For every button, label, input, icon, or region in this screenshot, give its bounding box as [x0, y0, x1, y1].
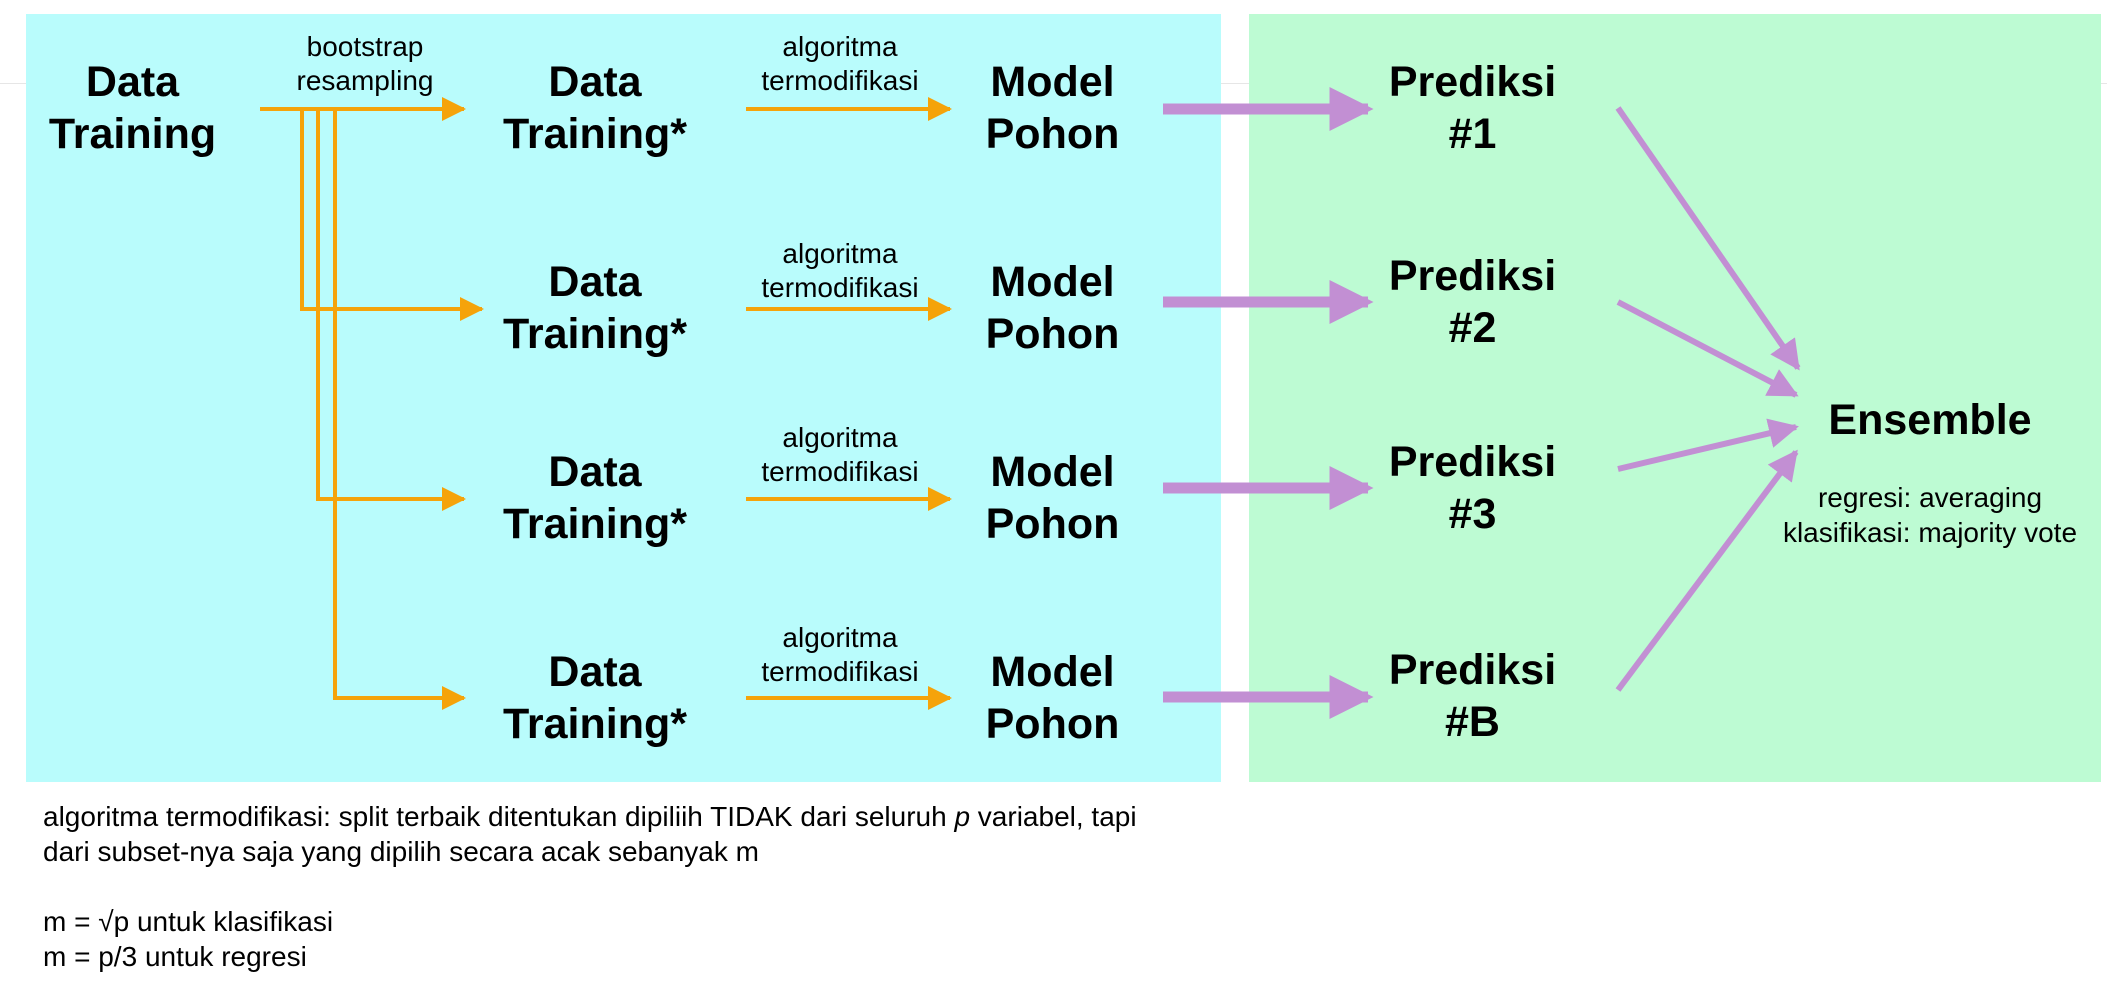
- algorithm-label-3-line1: algoritma: [782, 422, 898, 453]
- tree-model-1-line2: Pohon: [985, 110, 1120, 158]
- data-training-star-1-line1: Data: [548, 58, 642, 106]
- tree-model-3-line2: Pohon: [985, 500, 1120, 548]
- algorithm-label-2: algoritma termodifikasi: [740, 237, 940, 305]
- ensemble-arrow-2: [1616, 299, 1799, 398]
- prediction-arrows: [1163, 87, 1374, 719]
- algorithm-label-4-line1: algoritma: [782, 622, 898, 653]
- bootstrap-label: bootstrap resampling: [280, 30, 450, 98]
- tree-model-2-line2: Pohon: [985, 310, 1120, 358]
- bootstrap-arrow-4: [333, 109, 466, 710]
- bootstrap-line-1: bootstrap: [306, 31, 424, 62]
- note-line-4: m = p/3 untuk regresi: [43, 941, 307, 972]
- tree-model-2-line1: Model: [990, 258, 1115, 306]
- bootstrap-arrows: [260, 97, 484, 710]
- algorithm-label-2-line2: termodifikasi: [761, 272, 919, 303]
- algorithm-label-1-line1: algoritma: [782, 31, 898, 62]
- note-line-3: m = √p untuk klasifikasi: [43, 906, 334, 937]
- bootstrap-arrow-3: [316, 109, 466, 511]
- tree-model-1-line1: Model: [990, 58, 1115, 106]
- data-training-star-4-line1: Data: [548, 648, 642, 696]
- ensemble-rule-regression: regresi: averaging: [1817, 482, 2043, 513]
- algorithm-label-4-line2: termodifikasi: [761, 656, 919, 687]
- tree-model-4-line2: Pohon: [985, 700, 1120, 748]
- data-training-star-4-line2: Training*: [503, 700, 687, 748]
- prediction-2-line2: #2: [1448, 304, 1497, 352]
- data-training-star-3: Data Training*: [480, 446, 710, 550]
- training-panel: [26, 14, 1221, 782]
- algorithm-label-4: algoritma termodifikasi: [740, 621, 940, 689]
- tree-model-2: Model Pohon: [965, 256, 1140, 360]
- data-training-star-4: Data Training*: [480, 646, 710, 750]
- tree-model-1: Model Pohon: [965, 56, 1140, 160]
- prediction-4-line1: Prediksi: [1388, 646, 1557, 694]
- note-line-1-part-a: algoritma termodifikasi: split terbaik d…: [43, 801, 955, 832]
- note-line-2: dari subset-nya saja yang dipilih secara…: [43, 836, 759, 867]
- prediction-2-line1: Prediksi: [1388, 252, 1557, 300]
- ensemble-title: Ensemble: [1828, 396, 2032, 444]
- ensemble-rule-classification: klasifikasi: majority vote: [1782, 517, 2078, 548]
- source-data-training: Data Training: [40, 56, 225, 160]
- prediction-1-line1: Prediksi: [1388, 58, 1557, 106]
- prediction-3-line1: Prediksi: [1388, 438, 1557, 486]
- algorithm-label-1-line2: termodifikasi: [761, 65, 919, 96]
- algorithm-label-2-line1: algoritma: [782, 238, 898, 269]
- data-training-star-3-line2: Training*: [503, 500, 687, 548]
- source-line-1: Data: [85, 58, 180, 106]
- ensemble-arrow-1: [1615, 106, 1801, 371]
- prediction-3: Prediksi #3: [1380, 436, 1565, 540]
- prediction-4: Prediksi #B: [1380, 644, 1565, 748]
- algorithm-arrows: [746, 97, 952, 710]
- prediction-panel: [1249, 14, 2101, 782]
- note-line-1-variable-p: p: [954, 801, 971, 832]
- prediction-3-line2: #3: [1448, 490, 1497, 538]
- tree-model-4: Model Pohon: [965, 646, 1140, 750]
- algorithm-label-3: algoritma termodifikasi: [740, 421, 940, 489]
- data-training-star-1-line2: Training*: [503, 110, 687, 158]
- data-training-star-2-line1: Data: [548, 258, 642, 306]
- prediction-4-line2: #B: [1445, 698, 1500, 746]
- prediction-2: Prediksi #2: [1380, 250, 1565, 354]
- ensemble-arrow-3: [1617, 418, 1799, 472]
- prediction-1: Prediksi #1: [1380, 56, 1565, 160]
- ensemble-arrow-4: [1615, 449, 1799, 692]
- bootstrap-arrow-2: [300, 109, 484, 321]
- tree-model-3-line1: Model: [990, 448, 1115, 496]
- data-training-star-2: Data Training*: [480, 256, 710, 360]
- bootstrap-line-2: resampling: [296, 65, 434, 96]
- tree-model-4-line1: Model: [990, 648, 1115, 696]
- algorithm-label-3-line2: termodifikasi: [761, 456, 919, 487]
- data-training-star-2-line2: Training*: [503, 310, 687, 358]
- prediction-1-line2: #1: [1448, 110, 1497, 158]
- note-line-1-part-b: variabel, tapi: [970, 801, 1137, 832]
- algorithm-label-1: algoritma termodifikasi: [740, 30, 940, 98]
- ensemble-arrows: [1615, 106, 1801, 692]
- source-line-2: Training: [48, 110, 217, 158]
- data-training-star-3-line1: Data: [548, 448, 642, 496]
- data-training-star-1: Data Training*: [480, 56, 710, 160]
- tree-model-3: Model Pohon: [965, 446, 1140, 550]
- note-line-1: algoritma termodifikasi: split terbaik d…: [43, 799, 1137, 834]
